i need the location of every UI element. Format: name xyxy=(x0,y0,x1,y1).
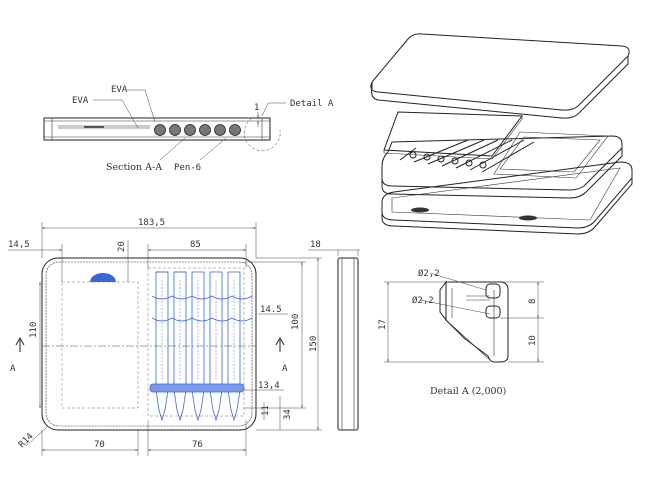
pen-label: Pen-6 xyxy=(174,163,201,173)
detail-dim-17: 17 xyxy=(378,319,388,330)
front-view xyxy=(8,222,360,456)
dim-70: 70 xyxy=(94,440,105,450)
eva-label-1: EVA xyxy=(72,96,89,106)
dim-13-4: 13,4 xyxy=(258,381,280,391)
dim-110: 110 xyxy=(29,322,39,338)
dim-76: 76 xyxy=(192,440,203,450)
eva-label-2: EVA xyxy=(111,85,128,95)
side-view xyxy=(337,250,359,431)
dim-11: 11 xyxy=(261,405,271,416)
pen-sections xyxy=(154,124,241,136)
pens-front xyxy=(149,271,253,422)
dim-total-width: 183,5 xyxy=(138,218,165,228)
section-mark-left: A xyxy=(10,364,16,374)
exploded-isometric-view xyxy=(370,33,633,235)
dim-34: 34 xyxy=(283,409,293,420)
gap-dim: 1 xyxy=(254,103,259,113)
section-view xyxy=(43,89,286,161)
detail-a-view xyxy=(384,272,544,363)
dim-150: 150 xyxy=(309,336,319,352)
detail-dim-10: 10 xyxy=(528,335,538,346)
detail-dim-8: 8 xyxy=(528,299,538,304)
dim-85: 85 xyxy=(190,240,201,250)
detail-dia-1: Ø2,2 xyxy=(418,268,440,279)
dim-18: 18 xyxy=(310,240,321,250)
section-aa-label: Section A-A xyxy=(106,162,162,173)
dim-20: 20 xyxy=(117,241,127,252)
dim-radius: R14 xyxy=(17,432,36,451)
pens-isometric xyxy=(399,139,535,173)
detail-a-caption: Detail A (2,000) xyxy=(430,386,506,397)
detail-a-callout: Detail A xyxy=(290,99,334,109)
dim-left-offset: 14,5 xyxy=(8,240,30,250)
detail-dia-2: Ø2,2 xyxy=(412,295,434,306)
dim-14-5: 14.5 xyxy=(260,305,282,315)
section-mark-right: A xyxy=(282,364,288,374)
dim-100: 100 xyxy=(291,314,301,330)
